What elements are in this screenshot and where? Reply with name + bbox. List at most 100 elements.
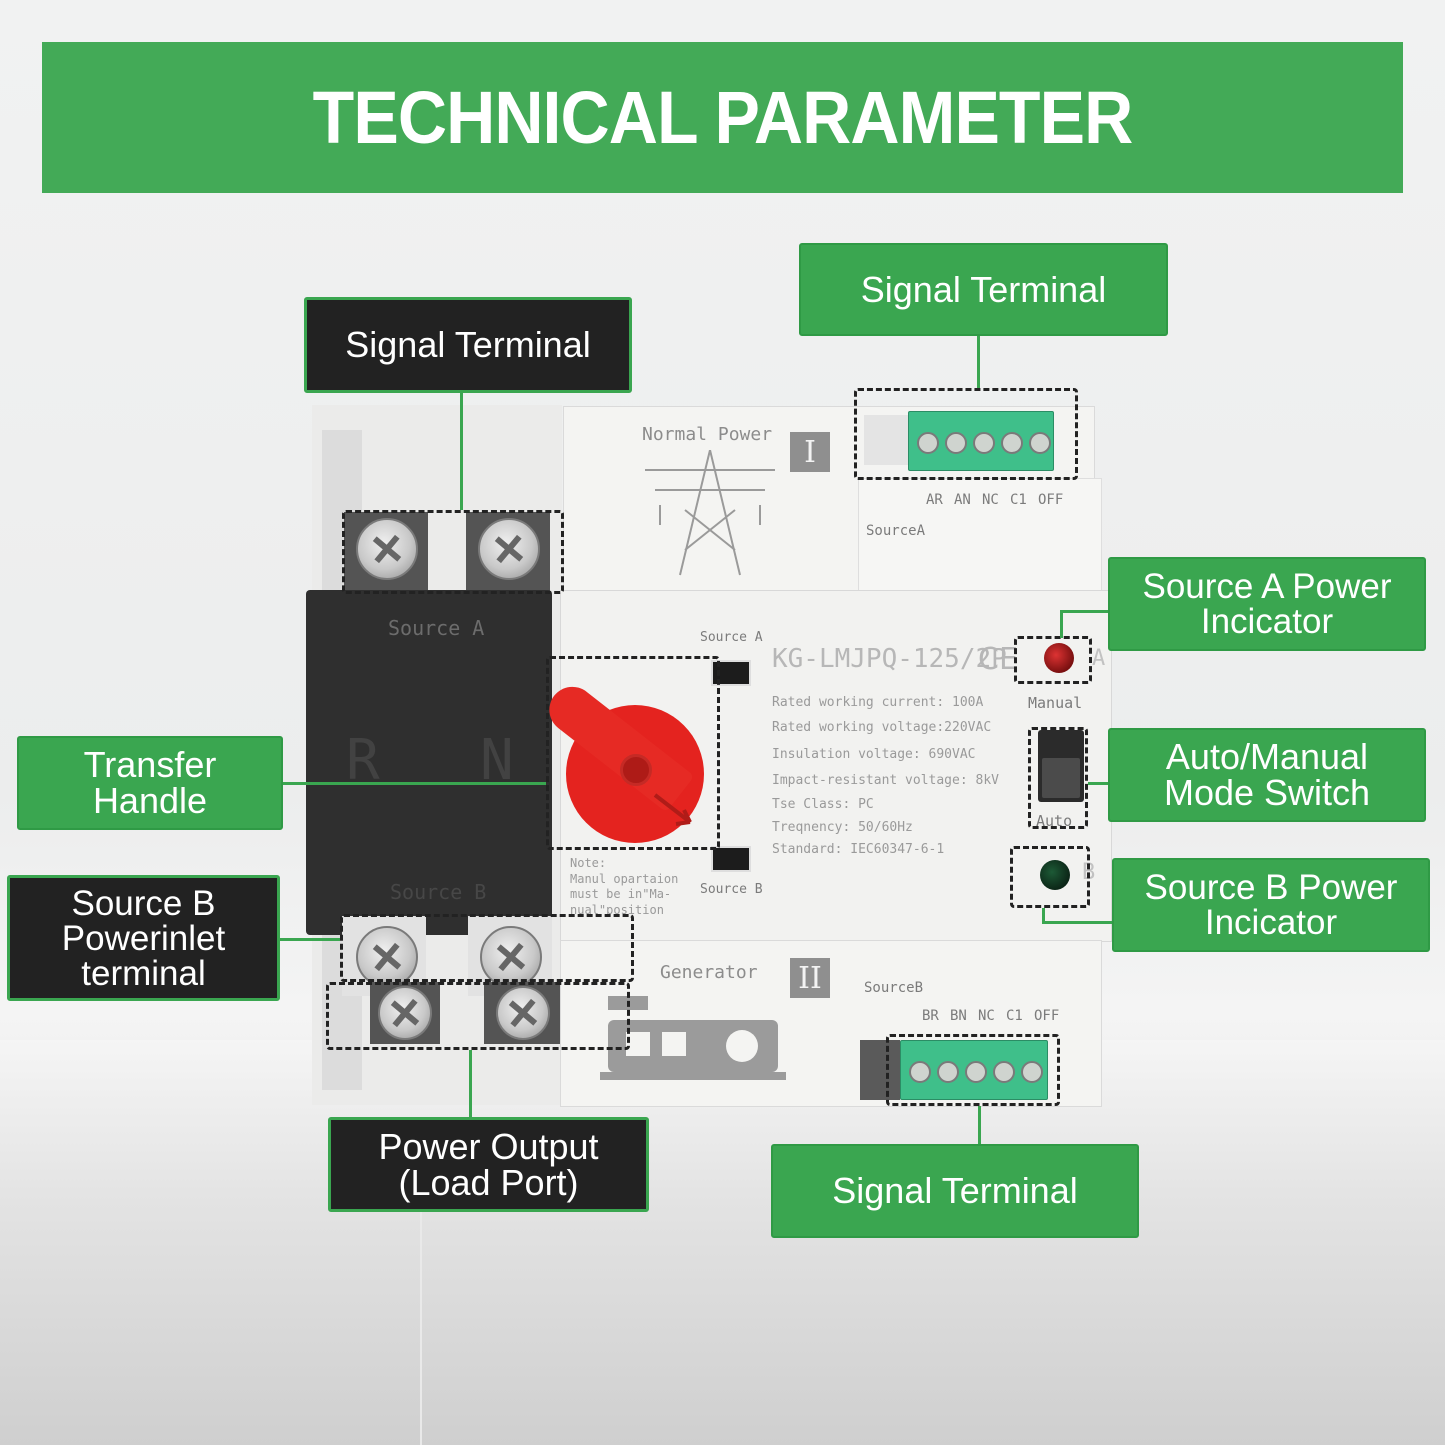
floor-seam (420, 1210, 422, 1445)
spec-line: Insulation voltage: 690VAC (772, 747, 976, 762)
slot-source-b-label: Source B (700, 882, 763, 897)
callout-transfer-handle: Transfer Handle (17, 736, 283, 830)
source-two-numeral: II (790, 958, 830, 998)
leader-line (1042, 908, 1045, 923)
leader-line (978, 1106, 981, 1144)
handle-indicator-dot (620, 754, 652, 786)
top-signal-terminal-highlight (854, 388, 1078, 480)
screw-icon (356, 518, 418, 580)
top-signal-terminal-block (908, 411, 1054, 471)
terminal-screw (1021, 1061, 1043, 1083)
spec-line: Tse Class: PC (772, 797, 874, 812)
normal-power-label: Normal Power (642, 424, 773, 445)
spec-line: Treqnency: 50/60Hz (772, 820, 913, 835)
bottom-terminal-label-2: NC (978, 1008, 995, 1024)
leader-line (460, 393, 463, 510)
source-b-led (1040, 860, 1070, 890)
callout-power-output: Power Output (Load Port) (328, 1117, 649, 1212)
screw-icon (480, 926, 542, 988)
callout-text: Signal Terminal (860, 268, 1107, 310)
auto-manual-toggle[interactable] (1042, 758, 1080, 798)
terminal-screw (965, 1061, 987, 1083)
terminal-screw (909, 1061, 931, 1083)
callout-text: Source B Power Incicator (1144, 868, 1398, 942)
callout-signal-terminal-bottom: Signal Terminal (771, 1144, 1139, 1238)
source-one-numeral: I (790, 432, 830, 472)
panel-source-a-label: Source A (388, 616, 485, 640)
source-b-position-window (711, 846, 751, 872)
ce-mark: CE (978, 642, 1018, 677)
bottom-terminal-housing (860, 1040, 900, 1100)
generator-label: Generator (660, 962, 758, 983)
screw-icon (378, 986, 432, 1040)
leader-line (1042, 921, 1114, 924)
terminal-screw (993, 1061, 1015, 1083)
callout-source-a-indicator: Source A Power Incicator (1108, 557, 1426, 651)
auto-label: Auto (1036, 812, 1073, 830)
screw-icon (478, 518, 540, 580)
callout-text: Power Output (Load Port) (378, 1125, 599, 1203)
top-terminal-label-2: NC (982, 492, 999, 508)
terminal-screw (945, 432, 967, 454)
bottom-terminal-label-0: BR (922, 1008, 939, 1024)
front-cover-panel (306, 590, 552, 935)
source-b-tag: SourceB (864, 980, 924, 996)
terminal-screw (1029, 432, 1051, 454)
callout-text: Signal Terminal (345, 324, 591, 365)
led-a-letter: A (1092, 646, 1106, 671)
callout-text: Auto/Manual Mode Switch (1163, 736, 1371, 813)
top-terminal-label-0: AR (926, 492, 943, 508)
leader-line (977, 336, 980, 388)
source-a-led-highlight (1014, 636, 1092, 684)
title-banner: TECHNICAL PARAMETER (42, 42, 1403, 193)
callout-text: Source B Powerinlet terminal (61, 883, 226, 993)
manual-label: Manual (1028, 694, 1083, 712)
bottom-terminal-label-3: C1 (1006, 1008, 1023, 1024)
bottom-signal-terminal-highlight (886, 1034, 1060, 1106)
spec-line: Rated working current: 100A (772, 695, 984, 710)
terminal-screw (937, 1061, 959, 1083)
callout-signal-terminal-top-left: Signal Terminal (304, 297, 632, 393)
bottom-signal-terminal-block (900, 1040, 1048, 1100)
terminal-screw (917, 432, 939, 454)
leader-line (283, 782, 546, 785)
callout-text: Transfer Handle (83, 744, 217, 821)
leader-line (469, 1050, 472, 1118)
slot-source-a-label: Source A (700, 630, 763, 645)
leader-line (279, 938, 340, 941)
mode-switch-highlight (1028, 727, 1088, 829)
terminal-screw (973, 432, 995, 454)
leader-line (1060, 610, 1063, 638)
source-a-inlet-highlight (342, 510, 564, 594)
manual-operation-note: Note: Manul opartaion must be in"Ma- nua… (570, 856, 679, 917)
arrow-down-right-icon (653, 793, 692, 826)
spec-line: Rated working voltage:220VAC (772, 720, 992, 735)
terminal-screw (1001, 432, 1023, 454)
floor-background (0, 1040, 1445, 1445)
panel-source-b-label: Source B (390, 880, 487, 904)
top-terminal-label-3: C1 (1010, 492, 1027, 508)
generator-icon (600, 996, 786, 1080)
screw-icon (356, 926, 418, 988)
bottom-terminal-label-4: OFF (1034, 1008, 1060, 1024)
callout-text: Signal Terminal (832, 1170, 1078, 1211)
top-terminal-label-1: AN (954, 492, 971, 508)
screw-icon (496, 986, 550, 1040)
source-b-led-highlight (1010, 846, 1090, 908)
model-number: KG-LMJPQ-125/2P (772, 644, 1007, 674)
callout-source-b-indicator: Source B Power Incicator (1112, 858, 1430, 952)
power-output-highlight (326, 982, 630, 1050)
source-b-inlet-highlight (340, 914, 634, 982)
source-a-tag: SourceA (866, 523, 926, 539)
top-terminal-housing (864, 415, 908, 465)
transmission-tower-icon (645, 450, 775, 576)
leader-line (1088, 782, 1110, 785)
top-terminal-label-4: OFF (1038, 492, 1064, 508)
callout-text: Source A Power Incicator (1142, 567, 1392, 641)
callout-auto-manual-switch: Auto/Manual Mode Switch (1108, 728, 1426, 822)
leader-line (1060, 610, 1110, 613)
spec-line: Impact-resistant voltage: 8kV (772, 773, 999, 788)
callout-signal-terminal-top-right: Signal Terminal (799, 243, 1168, 336)
source-a-led (1044, 643, 1074, 673)
banner-title: TECHNICAL PARAMETER (312, 76, 1134, 159)
